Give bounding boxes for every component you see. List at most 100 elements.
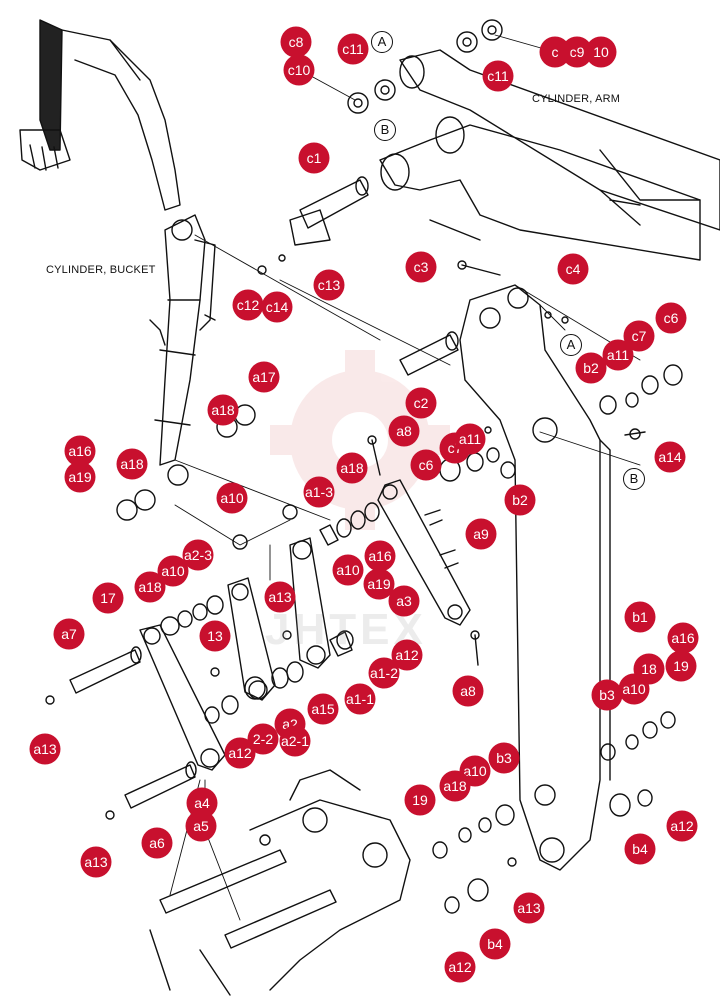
callout-disc[interactable]	[141, 827, 173, 859]
callout-10[interactable]: 10	[585, 36, 617, 68]
callout-b3[interactable]: b3	[591, 679, 623, 711]
callout-disc[interactable]	[633, 653, 665, 685]
callout-a9[interactable]: a9	[465, 518, 497, 550]
callout-disc[interactable]	[654, 441, 686, 473]
callout-c7[interactable]: c7	[623, 320, 655, 352]
callout-c10[interactable]: c10	[283, 54, 315, 86]
callout-19[interactable]: 19	[404, 784, 436, 816]
callout-disc[interactable]	[585, 36, 617, 68]
callout-disc[interactable]	[53, 618, 85, 650]
callout-disc[interactable]	[665, 650, 697, 682]
callout-disc[interactable]	[364, 540, 396, 572]
callout-a6[interactable]: a6	[141, 827, 173, 859]
callout-a1-3[interactable]: a1-3	[303, 476, 335, 508]
callout-disc[interactable]	[388, 585, 420, 617]
callout-b1[interactable]: b1	[624, 601, 656, 633]
callout-disc[interactable]	[405, 251, 437, 283]
callout-disc[interactable]	[623, 320, 655, 352]
callout-b4[interactable]: b4	[624, 833, 656, 865]
callout-disc[interactable]	[313, 269, 345, 301]
callout-disc[interactable]	[465, 518, 497, 550]
callout-c13[interactable]: c13	[313, 269, 345, 301]
callout-disc[interactable]	[116, 448, 148, 480]
callout-disc[interactable]	[185, 810, 217, 842]
callout-disc[interactable]	[336, 452, 368, 484]
callout-disc[interactable]	[405, 387, 437, 419]
callout-disc[interactable]	[134, 571, 166, 603]
callout-disc[interactable]	[454, 423, 486, 455]
callout-disc[interactable]	[199, 620, 231, 652]
callout-c3[interactable]: c3	[405, 251, 437, 283]
callout-a18[interactable]: a18	[336, 452, 368, 484]
callout-a2-3[interactable]: a2-3	[182, 539, 214, 571]
callout-disc[interactable]	[283, 54, 315, 86]
callout-a13[interactable]: a13	[264, 581, 296, 613]
callout-c11[interactable]: c11	[337, 33, 369, 65]
callout-disc[interactable]	[439, 770, 471, 802]
callout-a4[interactable]: a4	[186, 787, 218, 819]
callout-disc[interactable]	[182, 539, 214, 571]
callout-disc[interactable]	[264, 581, 296, 613]
callout-a10[interactable]: a10	[332, 554, 364, 586]
callout-a10[interactable]: a10	[157, 555, 189, 587]
callout-18[interactable]: 18	[633, 653, 665, 685]
callout-c9[interactable]: c9	[561, 36, 593, 68]
callout-c12[interactable]: c12	[232, 289, 264, 321]
callout-disc[interactable]	[444, 951, 476, 983]
callout-disc[interactable]	[667, 622, 699, 654]
callout-disc[interactable]	[591, 679, 623, 711]
callout-c[interactable]: c	[539, 36, 571, 68]
callout-a11[interactable]: a11	[602, 339, 634, 371]
callout-disc[interactable]	[557, 253, 589, 285]
callout-a18[interactable]: a18	[116, 448, 148, 480]
callout-disc[interactable]	[307, 693, 339, 725]
callout-a1-1[interactable]: a1-1	[344, 683, 376, 715]
callout-disc[interactable]	[224, 737, 256, 769]
callout-b2[interactable]: b2	[504, 484, 536, 516]
callout-a7[interactable]: a7	[53, 618, 85, 650]
callout-a8[interactable]: a8	[388, 415, 420, 447]
callout-a5[interactable]: a5	[185, 810, 217, 842]
callout-disc[interactable]	[207, 394, 239, 426]
callout-a16[interactable]: a16	[667, 622, 699, 654]
callout-c14[interactable]: c14	[261, 291, 293, 323]
callout-a12[interactable]: a12	[224, 737, 256, 769]
callout-13[interactable]: 13	[199, 620, 231, 652]
callout-c2[interactable]: c2	[405, 387, 437, 419]
callout-disc[interactable]	[332, 554, 364, 586]
callout-c4[interactable]: c4	[557, 253, 589, 285]
callout-disc[interactable]	[404, 784, 436, 816]
callout-a13[interactable]: a13	[80, 846, 112, 878]
callout-19[interactable]: 19	[665, 650, 697, 682]
callout-disc[interactable]	[232, 289, 264, 321]
callout-disc[interactable]	[216, 482, 248, 514]
callout-disc[interactable]	[157, 555, 189, 587]
callout-a19[interactable]: a19	[64, 461, 96, 493]
callout-2-2[interactable]: 2-2	[247, 723, 279, 755]
callout-disc[interactable]	[303, 476, 335, 508]
callout-disc[interactable]	[575, 352, 607, 384]
callout-disc[interactable]	[488, 742, 520, 774]
callout-disc[interactable]	[363, 568, 395, 600]
callout-disc[interactable]	[247, 723, 279, 755]
callout-disc[interactable]	[261, 291, 293, 323]
callout-disc[interactable]	[279, 725, 311, 757]
callout-a16[interactable]: a16	[64, 435, 96, 467]
callout-disc[interactable]	[80, 846, 112, 878]
callout-disc[interactable]	[513, 892, 545, 924]
callout-disc[interactable]	[64, 435, 96, 467]
callout-disc[interactable]	[391, 639, 423, 671]
callout-c6[interactable]: c6	[410, 449, 442, 481]
callout-a12[interactable]: a12	[391, 639, 423, 671]
callout-disc[interactable]	[298, 142, 330, 174]
callout-disc[interactable]	[29, 733, 61, 765]
callout-disc[interactable]	[186, 787, 218, 819]
callout-disc[interactable]	[655, 302, 687, 334]
callout-disc[interactable]	[602, 339, 634, 371]
callout-a12[interactable]: a12	[444, 951, 476, 983]
callout-disc[interactable]	[624, 601, 656, 633]
callout-a13[interactable]: a13	[29, 733, 61, 765]
callout-a15[interactable]: a15	[307, 693, 339, 725]
callout-a13[interactable]: a13	[513, 892, 545, 924]
callout-a16[interactable]: a16	[364, 540, 396, 572]
